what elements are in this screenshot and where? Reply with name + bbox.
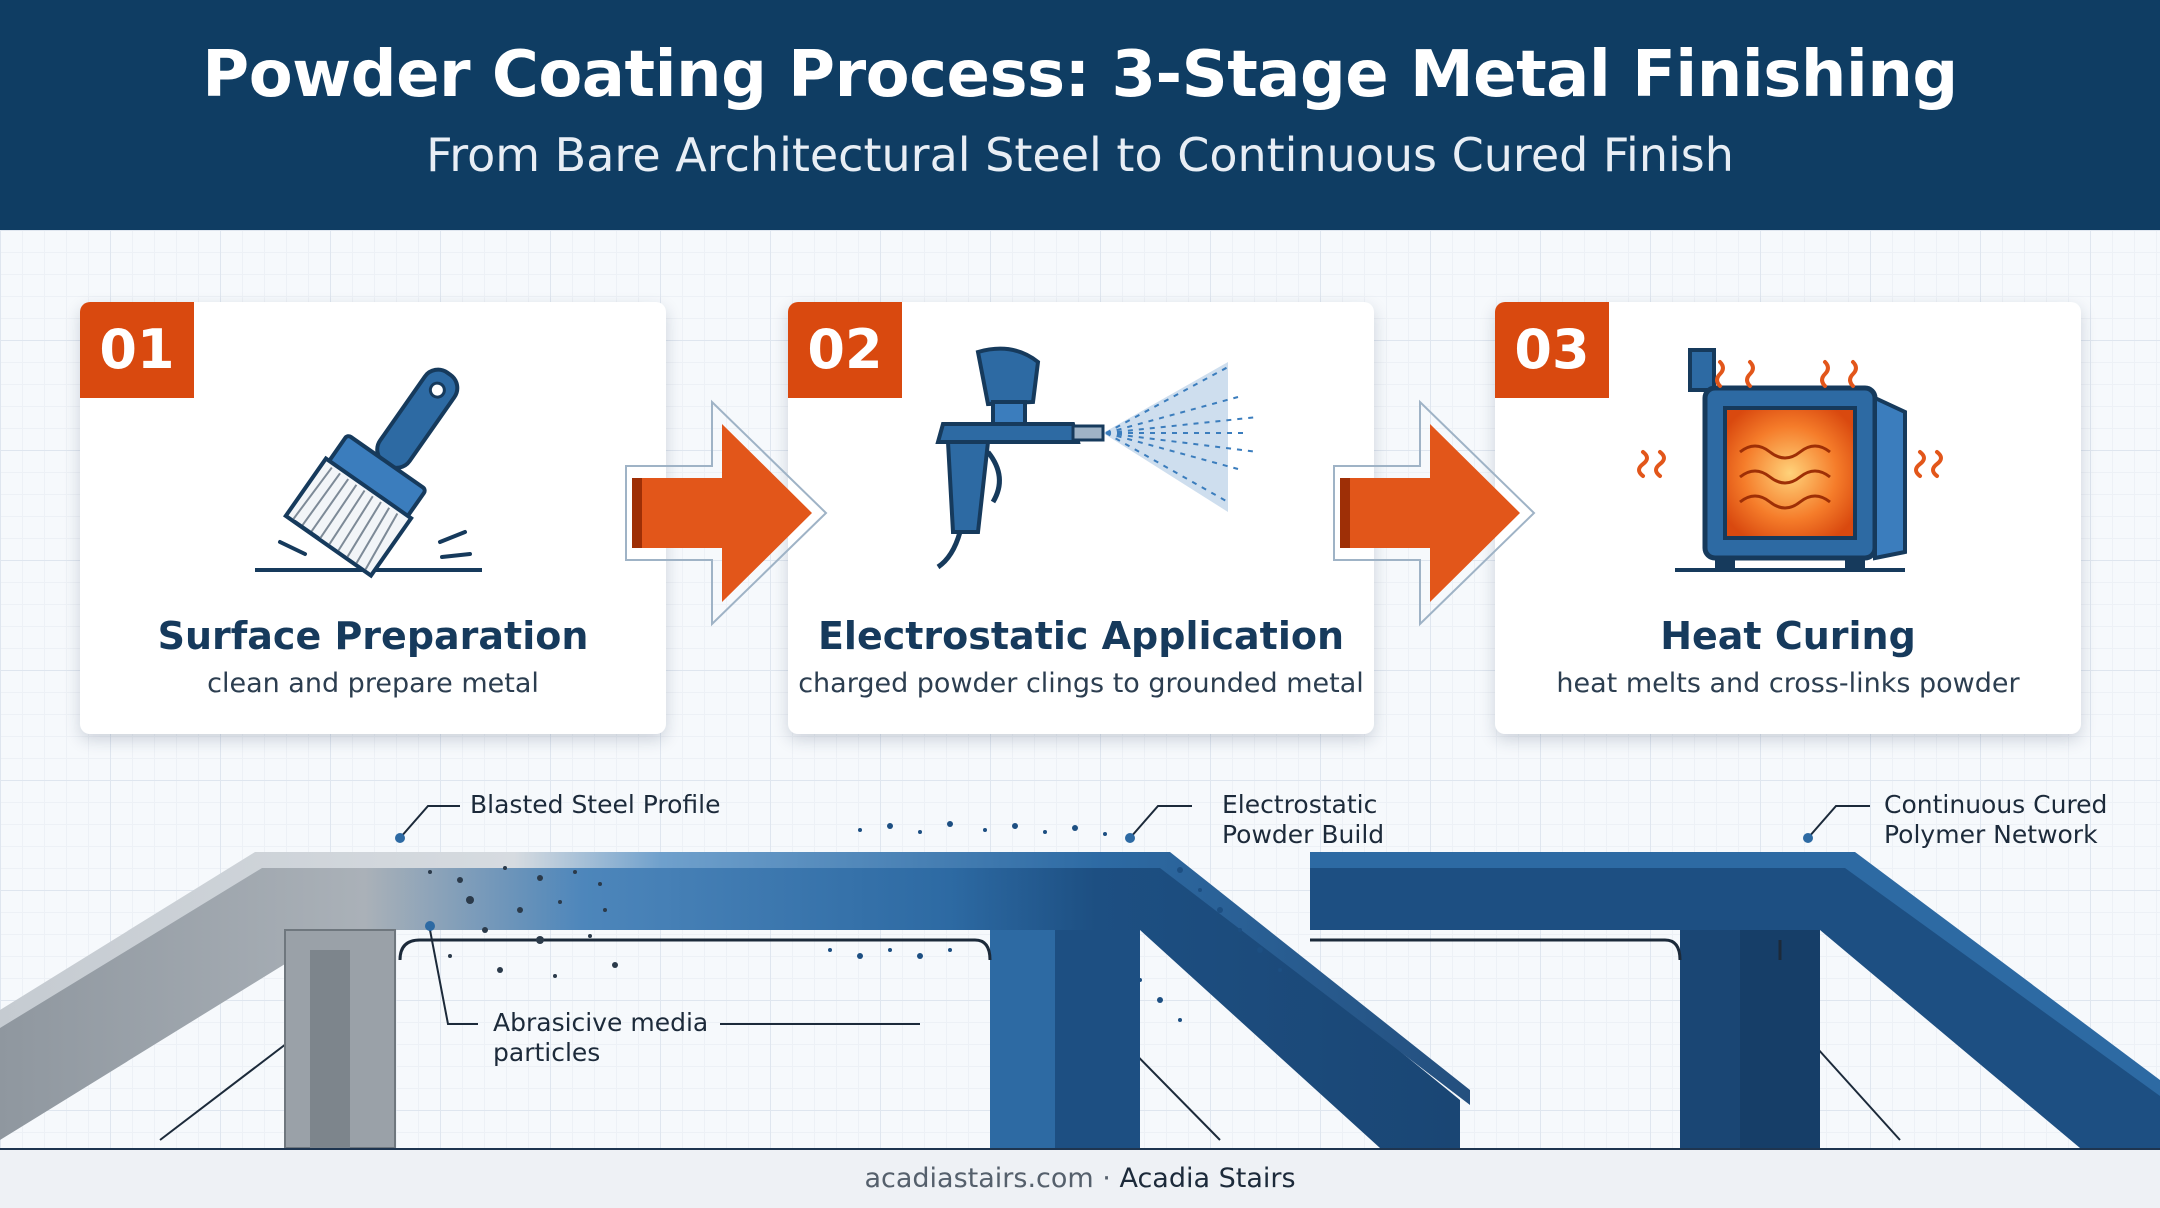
header-banner: Powder Coating Process: 3-Stage Metal Fi…	[0, 0, 2160, 230]
stage-card-surface-preparation: 01 Surface Preparation clean and prepare…	[80, 302, 666, 734]
arrow-right-icon	[1333, 399, 1536, 627]
stage-title: Electrostatic Application	[817, 614, 1345, 658]
stair-rail-structure	[0, 805, 2160, 1148]
footer: acadiastairs.com · Acadia Stairs	[0, 1148, 2160, 1208]
page-subtitle: From Bare Architectural Steel to Continu…	[426, 128, 1734, 182]
curing-oven-icon	[1637, 348, 1943, 572]
footer-separator: ·	[1093, 1163, 1120, 1194]
callout-electrostatic-powder-build: Electrostatic Powder Build	[1222, 790, 1384, 850]
stage-number-badge: 01	[80, 302, 194, 398]
stage-card-electrostatic-application: 02 Electrostatic Application charged pow…	[788, 302, 1374, 734]
stage-card-heat-curing: 03 Heat Curing heat melts and cross	[1495, 302, 2081, 734]
callout-continuous-cured-polymer: Continuous Cured Polymer Network	[1884, 790, 2107, 850]
callout-text: Continuous Cured	[1884, 790, 2108, 819]
paint-brush-icon	[255, 367, 482, 579]
spray-gun-icon	[935, 346, 1259, 570]
footer-site-link[interactable]: acadiastairs.com	[864, 1163, 1094, 1194]
callout-text: Abrasicive media	[493, 1008, 709, 1037]
stage-description: heat melts and cross-links powder	[1556, 668, 2020, 699]
page-title: Powder Coating Process: 3-Stage Metal Fi…	[202, 38, 1958, 112]
callout-text: particles	[493, 1038, 601, 1067]
callout-text: Electrostatic	[1222, 790, 1378, 819]
callout-text: Blasted Steel Profile	[470, 790, 721, 819]
arrow-right-icon	[625, 399, 828, 627]
callout-text: Polymer Network	[1884, 820, 2098, 849]
stage-number-badge: 02	[788, 302, 902, 398]
footer-brand: Acadia Stairs	[1119, 1163, 1296, 1194]
stage-title: Heat Curing	[1660, 614, 1916, 658]
callout-abrasive-media: Abrasicive media particles	[493, 1008, 708, 1068]
stage-title: Surface Preparation	[157, 614, 589, 658]
stage-description: charged powder clings to grounded metal	[798, 668, 1364, 699]
stage-number-badge: 03	[1495, 302, 1609, 398]
callout-text: Powder Build	[1222, 820, 1385, 849]
stage-description: clean and prepare metal	[207, 668, 539, 699]
callout-blasted-steel-profile: Blasted Steel Profile	[470, 790, 721, 820]
